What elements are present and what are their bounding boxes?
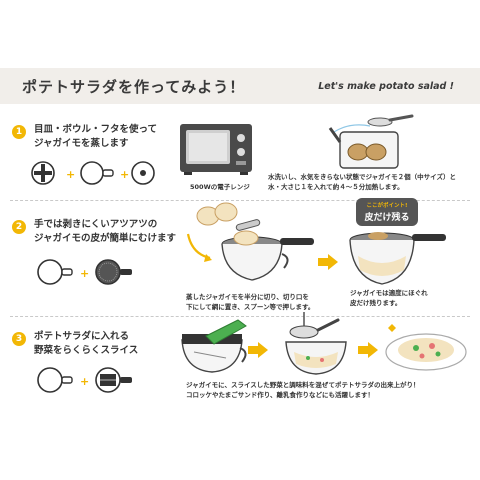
arrow-right-icon (248, 342, 268, 358)
step-1-caption: 水洗いし、水気をきらない状態でジャガイモ２個（中サイズ）と 水・大さじ１を入れて… (268, 172, 456, 192)
step-3-text: ポテトサラダに入れる 野菜をらくらくスライス (34, 330, 138, 358)
step-1-caption-line2: 水・大さじ１を入れて約４～５分加熱します。 (268, 183, 404, 191)
step-2a-caption: 蒸したジャガイモを半分に切り、切り口を 下にして網に置き、スプーン等で押します。 (186, 292, 314, 312)
bowl-icon (80, 161, 114, 185)
strainer-plate-icon (31, 161, 55, 185)
step-3-caption-line1: ジャガイモに、スライスした野菜と調味料を混ぜてポテトサラダの出来上がり！ (186, 381, 420, 389)
step-1-parts-illustration: + + (31, 161, 155, 185)
step-2-text: 手では剥きにくいアツアツの ジャガイモの皮が簡単にむけます (34, 218, 176, 246)
plus-icon: + (120, 168, 129, 181)
step-2-number: 2 (12, 220, 26, 234)
step-1-caption-line1: 水洗いし、水気をきらない状態でジャガイモ２個（中サイズ）と (268, 173, 456, 181)
mesh-grater-icon (95, 259, 132, 285)
step-2b-caption: ジャガイモは適度にほぐれ 皮だけ残ります。 (350, 288, 428, 308)
point-badge-label: ここがポイント! (366, 203, 408, 209)
bowl-icon (37, 367, 73, 393)
arrow-right-icon (358, 342, 378, 358)
step-3-line2: 野菜をらくらくスライス (34, 345, 139, 356)
plus-icon: + (80, 267, 89, 280)
step-3-caption-line2: コロッケやたまごサンド作り、離乳食作りなどにも活躍します！ (186, 391, 375, 399)
step-2b-caption-line1: ジャガイモは適度にほぐれ (350, 289, 428, 297)
step-3-number: 3 (12, 332, 26, 346)
header-banner (0, 68, 480, 104)
plus-icon: + (66, 168, 75, 181)
section-divider (10, 316, 470, 317)
step-3-slicing-illustration (181, 319, 247, 373)
bowl-icon (37, 259, 73, 285)
step-3-mixing-illustration (285, 312, 347, 375)
page-title: ポテトサラダを作ってみよう！ (22, 78, 246, 96)
step-2-result-illustration (349, 232, 446, 285)
step-1-line2: ジャガイモを蒸します (34, 138, 129, 149)
step-2a-caption-line1: 蒸したジャガイモを半分に切り、切り口を (186, 293, 309, 301)
step-3-line1: ポテトサラダに入れる (34, 331, 130, 342)
step-2-mashing-illustration (186, 202, 314, 281)
step-2-line1: 手では剥きにくいアツアツの (34, 219, 158, 230)
step-3-parts-illustration: + (37, 367, 132, 393)
sparkle-icon (388, 324, 396, 332)
step-2a-caption-line2: 下にして網に置き、スプーン等で押します。 (186, 303, 315, 311)
microwave-caption: 500Wの電子レンジ (190, 183, 250, 191)
step-1-number: 1 (12, 125, 26, 139)
section-divider (10, 200, 470, 201)
step-1-bowl-potatoes-illustration (328, 114, 414, 169)
arrow-right-icon (318, 254, 338, 270)
point-badge: ここがポイント! 皮だけ残る (356, 198, 418, 226)
step-2-parts-illustration: + (37, 259, 132, 285)
point-badge-text: 皮だけ残る (364, 213, 410, 223)
potato-salad-plate-illustration (385, 324, 467, 371)
page-subtitle-en: Let's make potato salad ! (318, 81, 454, 92)
lid-icon (131, 161, 155, 185)
step-3-caption: ジャガイモに、スライスした野菜と調味料を混ぜてポテトサラダの出来上がり！ コロッ… (186, 380, 419, 400)
microwave-illustration (180, 124, 252, 175)
plus-icon: + (80, 375, 89, 388)
step-1-line1: 目皿・ボウル・フタを使って (34, 124, 158, 135)
step-2-line2: ジャガイモの皮が簡単にむけます (34, 233, 177, 244)
step-2b-caption-line2: 皮だけ残ります。 (350, 299, 402, 307)
step-1-text: 目皿・ボウル・フタを使って ジャガイモを蒸します (34, 123, 157, 151)
slicer-icon (95, 367, 132, 393)
